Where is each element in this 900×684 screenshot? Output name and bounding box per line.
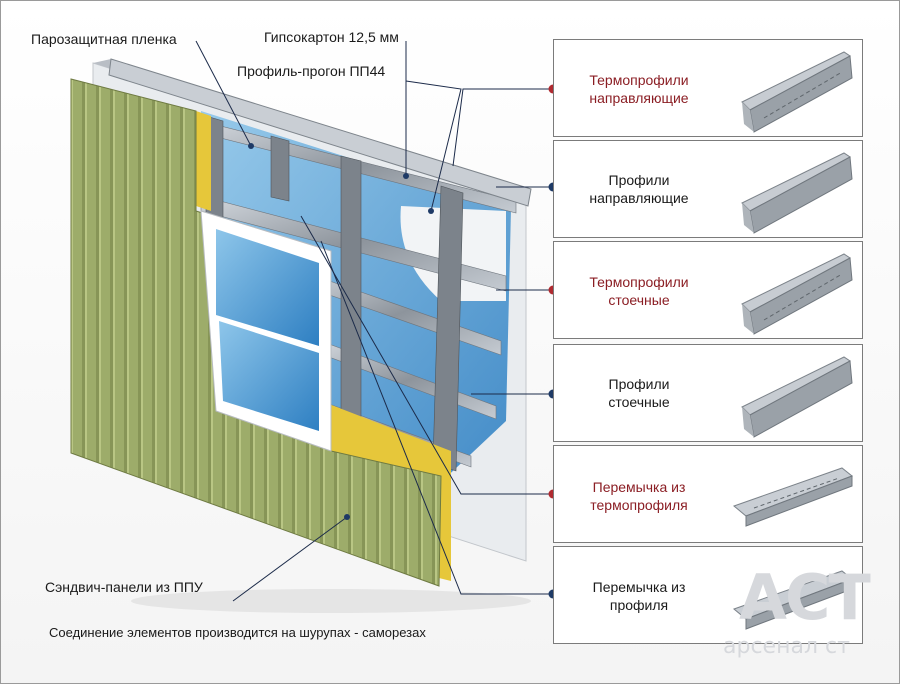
label-purlin: Профиль-прогон ПП44: [237, 63, 386, 79]
watermark-logo: ACT: [739, 561, 871, 634]
caption: Соединение элементов производится на шур…: [49, 625, 426, 640]
guide-profile-icon: [741, 152, 853, 234]
thermo-stud-profile-icon: [741, 253, 853, 335]
watermark-text: арсенал ст: [723, 634, 850, 659]
lintel-icon: [733, 570, 853, 630]
label-sandwich: Сэндвич-панели из ППУ: [45, 579, 203, 595]
thermo-guide-profile-icon: [741, 51, 853, 133]
label-vapour-film: Парозащитная пленка: [31, 31, 177, 47]
stud-profile-icon: [741, 356, 853, 438]
thermo-lintel-icon: [733, 467, 853, 527]
label-plasterboard: Гипсокартон 12,5 мм: [264, 29, 399, 45]
